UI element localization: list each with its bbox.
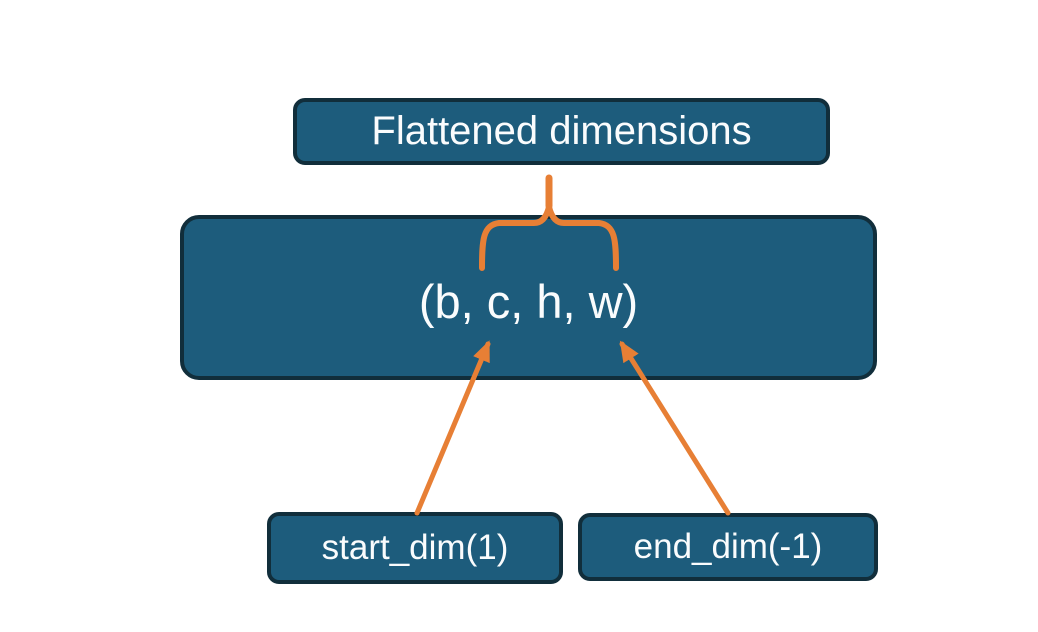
flattened-dimensions-box: Flattened dimensions — [293, 98, 830, 165]
start-dim-label: start_dim(1) — [321, 528, 509, 567]
tensor-shape-label: (b, c, h, w) — [418, 275, 639, 328]
flattened-dimensions-label: Flattened dimensions — [371, 109, 752, 153]
start-dim-box: start_dim(1) — [267, 512, 563, 584]
end-dim-box: end_dim(-1) — [578, 513, 878, 581]
end-dim-label: end_dim(-1) — [633, 527, 823, 566]
tensor-shape-box: (b, c, h, w) — [180, 215, 877, 380]
